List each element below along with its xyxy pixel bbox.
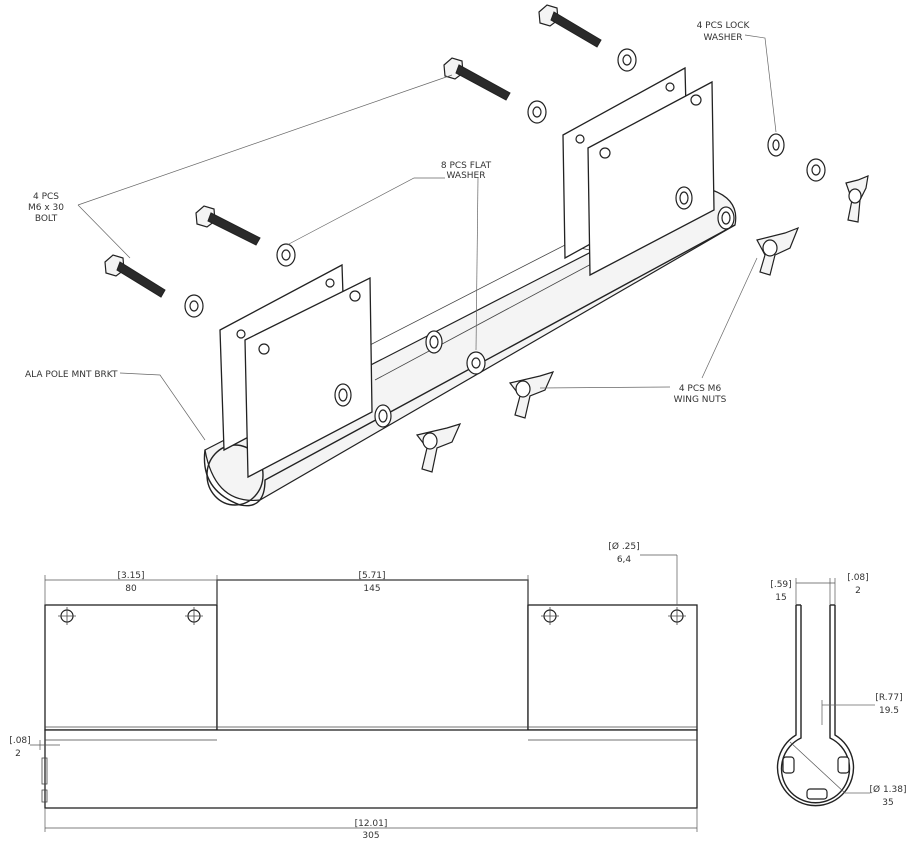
side-slot: [837, 756, 850, 774]
hole-icon: [575, 134, 585, 144]
dim-total-mm: 305: [362, 831, 379, 841]
svg-text:4 PCS LOCK: 4 PCS LOCK: [697, 21, 751, 31]
flat-washer-icon: [276, 243, 296, 267]
right-flange-outline: [527, 604, 698, 731]
dim-mid-inch: [5.71]: [358, 571, 385, 581]
dim-side-thick-inch: [.08]: [847, 573, 868, 583]
hole-icon: [541, 607, 559, 625]
svg-text:4 PCS: 4 PCS: [33, 192, 59, 202]
callout-bracket: ALA POLE MNT BRKT: [25, 370, 118, 380]
dim-mid-mm: 145: [363, 584, 380, 594]
callout-wing-nuts: 4 PCS M6 WING NUTS: [674, 384, 727, 405]
hole-icon: [690, 94, 702, 106]
pole-mount-bracket: [203, 66, 737, 507]
flat-washer-icon: [466, 351, 486, 375]
svg-text:WASHER: WASHER: [704, 33, 743, 43]
bolt-icon: [443, 57, 511, 101]
hole-icon: [668, 607, 686, 625]
middle-section-outline: [216, 579, 529, 736]
svg-text:ALA POLE MNT BRKT: ALA POLE MNT BRKT: [25, 370, 118, 380]
hole-icon: [236, 329, 246, 339]
pipe-body-outline: [44, 729, 698, 809]
dim-left-inch: [3.15]: [117, 571, 144, 581]
bolt-icon: [104, 254, 166, 298]
dim-radius-inch: [R.77]: [875, 693, 902, 703]
dim-side-thick-mm: 2: [855, 586, 861, 596]
left-flange-outline: [44, 604, 218, 731]
dim-dia-inch: [Ø 1.38]: [869, 784, 906, 795]
dim-left-mm: 80: [125, 584, 137, 594]
wing-nut-icon: [845, 175, 869, 223]
side-view: [776, 578, 875, 807]
svg-text:WASHER: WASHER: [447, 171, 486, 181]
side-slot: [782, 756, 795, 774]
svg-text:4 PCS M6: 4 PCS M6: [679, 384, 722, 394]
lock-washer-icon: [767, 133, 785, 157]
front-view-dimensions: [3.15] 80 [5.71] 145 [Ø .25] 6,4 [.08] 2…: [9, 541, 639, 841]
flat-washer-icon: [806, 158, 826, 182]
side-slot: [806, 788, 828, 800]
front-view: [30, 554, 698, 832]
wing-nut-icon: [756, 226, 800, 276]
dim-total-inch: [12.01]: [355, 819, 388, 829]
dim-radius-mm: 19.5: [879, 706, 899, 716]
right-front-flange: [587, 80, 715, 277]
flat-washer-icon: [527, 100, 547, 124]
dim-thick-mm: 2: [15, 749, 21, 759]
svg-text:WING NUTS: WING NUTS: [674, 395, 727, 405]
hole-icon: [665, 82, 675, 92]
hole-icon: [599, 147, 611, 159]
callout-flat-washer: 8 PCS FLAT WASHER: [441, 161, 492, 181]
callout-bolt: 4 PCS M6 x 30 BOLT: [28, 192, 64, 224]
svg-text:BOLT: BOLT: [35, 214, 58, 224]
side-view-dimensions: [.59] 15 [.08] 2 [R.77] 19.5 [Ø 1.38] 35: [770, 573, 906, 808]
dim-dia-mm: 35: [882, 798, 893, 808]
dim-gap-mm: 15: [775, 593, 786, 603]
pipe-end-ellipse: [206, 444, 264, 506]
callout-lock-washer: 4 PCS LOCK WASHER: [697, 21, 751, 43]
dim-thick-inch: [.08]: [9, 736, 30, 746]
svg-text:M6 x 30: M6 x 30: [28, 203, 64, 213]
wing-nut-icon: [508, 371, 555, 419]
hole-icon: [349, 290, 361, 302]
flat-washer-icon: [184, 294, 204, 318]
wing-nut-icon: [415, 423, 462, 473]
left-front-flange: [244, 276, 373, 479]
bolt-icon: [195, 205, 261, 246]
hole-icon: [185, 607, 203, 625]
hole-icon: [258, 343, 270, 355]
hole-icon: [325, 278, 335, 288]
hole-icon: [58, 607, 76, 625]
dim-gap-inch: [.59]: [770, 580, 791, 590]
flat-washer-icon: [617, 48, 637, 72]
svg-text:8 PCS FLAT: 8 PCS FLAT: [441, 161, 492, 171]
dim-hole-inch: [Ø .25]: [608, 541, 639, 552]
bolt-icon: [538, 4, 602, 48]
dim-hole-mm: 6,4: [617, 555, 632, 565]
isometric-assembly: [77, 4, 869, 507]
